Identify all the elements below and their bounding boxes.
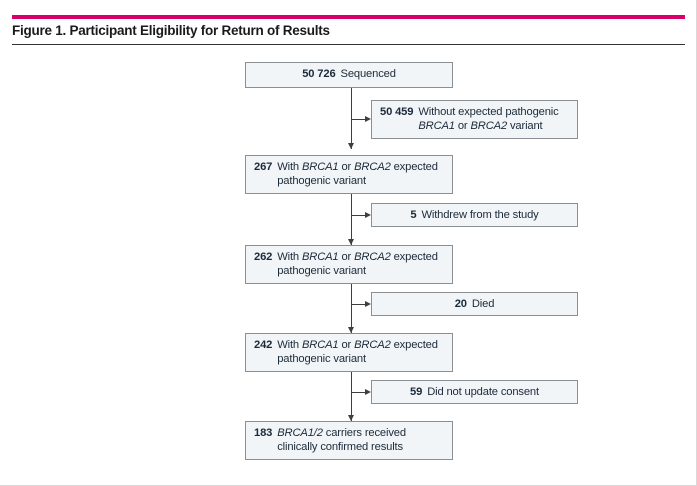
node-withdrew: 5 Withdrew from the study (371, 203, 578, 227)
connector-stem-2 (351, 194, 352, 245)
arrow-right-4 (365, 389, 371, 395)
node-count: 50 459 (380, 106, 414, 118)
connector-branch-3 (351, 304, 365, 305)
node-died: 20 Died (371, 292, 578, 316)
node-count: 5 (410, 209, 417, 221)
node-text: Sequenced (340, 68, 396, 80)
connector-stem-3 (351, 283, 352, 333)
arrow-down-3 (348, 327, 354, 333)
node-count: 20 (454, 298, 467, 310)
node-text: Died (471, 298, 495, 310)
connector-stem-4 (351, 371, 352, 421)
connector-branch-2 (351, 215, 365, 216)
connector-branch-4 (351, 392, 365, 393)
node-count: 183 (254, 427, 273, 439)
arrow-down-2 (348, 239, 354, 245)
connector-stem-1 (351, 88, 352, 149)
connector-branch-1 (351, 119, 365, 120)
node-count: 50 726 (302, 68, 336, 80)
arrow-down-1 (348, 143, 354, 149)
node-sequenced: 50 726 Sequenced (245, 62, 453, 88)
node-text: Withdrew from the study (421, 209, 539, 221)
node-no-consent-update: 59 Did not update consent (371, 380, 578, 404)
node-count: 59 (410, 386, 423, 398)
title-rule (12, 44, 685, 45)
arrow-right-2 (365, 212, 371, 218)
node-count: 262 (254, 251, 273, 263)
node-text: Did not update consent (427, 386, 539, 398)
arrow-down-4 (348, 415, 354, 421)
figure-title: Figure 1. Participant Eligibility for Re… (12, 23, 330, 38)
node-count: 242 (254, 339, 273, 351)
accent-bar (12, 15, 685, 19)
arrow-right-3 (365, 301, 371, 307)
arrow-right-1 (365, 116, 371, 122)
node-count: 267 (254, 161, 273, 173)
